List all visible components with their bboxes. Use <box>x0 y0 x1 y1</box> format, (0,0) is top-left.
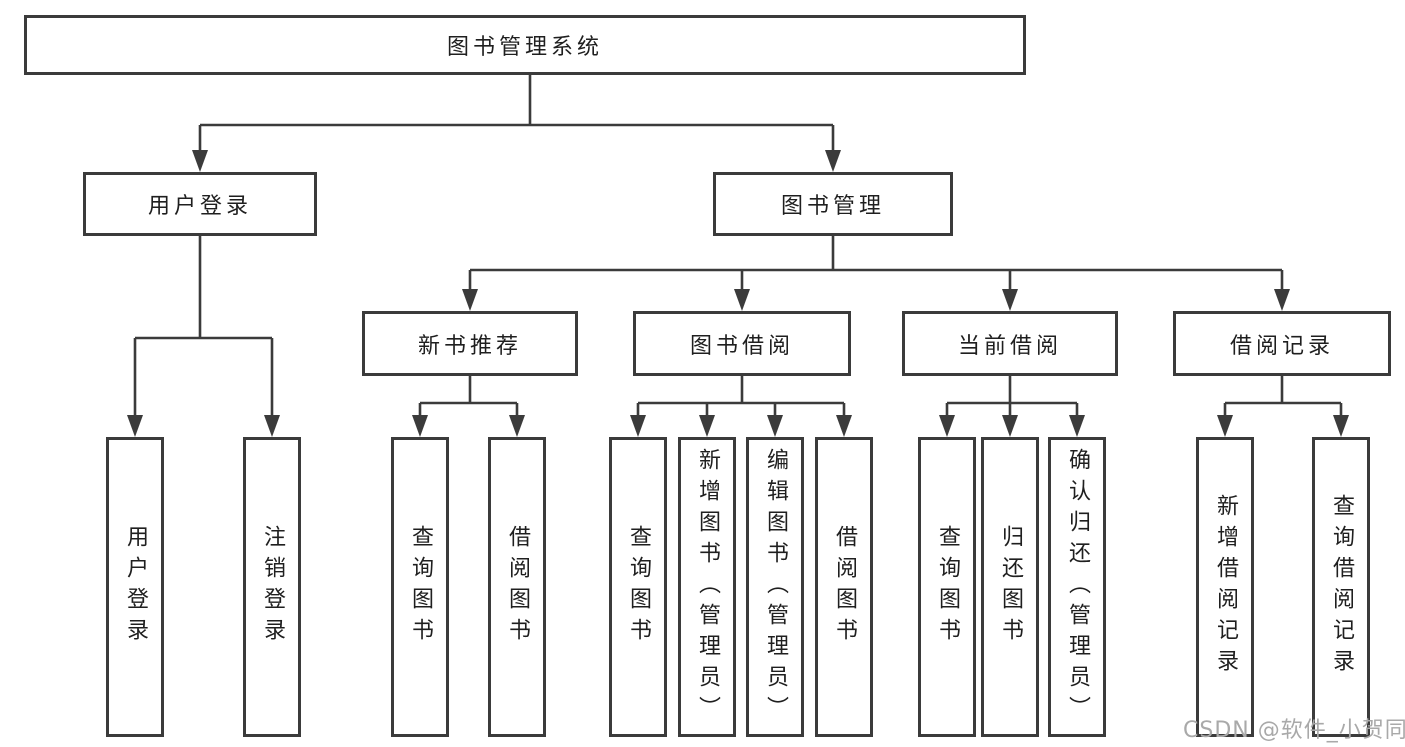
leaf-return-book: 归还图书 <box>981 437 1039 737</box>
csdn-watermark: CSDN @软件_小贺同学 <box>1183 718 1405 743</box>
connector-paths <box>133 75 1343 417</box>
node-user-login-branch: 用户登录 <box>83 172 317 236</box>
arrowhead-icon <box>699 415 715 437</box>
node-new-book-recommend: 新书推荐 <box>362 311 578 376</box>
leaf-query-borrow-record: 查询借阅记录 <box>1312 437 1370 737</box>
arrowhead-icon <box>1333 415 1349 437</box>
arrowhead-icon <box>127 415 143 437</box>
arrowhead-icon <box>767 415 783 437</box>
connector-newbook-to-leaves <box>418 376 519 417</box>
arrowhead-icon <box>1002 289 1018 311</box>
arrowhead-icon <box>264 415 280 437</box>
arrowhead-icon <box>462 289 478 311</box>
leaf-add-borrow-record: 新增借阅记录 <box>1196 437 1254 737</box>
arrowhead-icon <box>1274 289 1290 311</box>
arrowhead-icon <box>1217 415 1233 437</box>
leaf-borrow-books-recommend: 借阅图书 <box>488 437 546 737</box>
arrowhead-icon <box>630 415 646 437</box>
arrowhead-icon <box>734 289 750 311</box>
connector-borrowrecords-to-leaves <box>1223 376 1343 417</box>
leaf-edit-book-admin: 编辑图书（管理员） <box>746 437 804 737</box>
leaf-user-login: 用户登录 <box>106 437 164 737</box>
node-current-borrowing: 当前借阅 <box>902 311 1118 376</box>
arrowhead-icon <box>939 415 955 437</box>
arrowhead-icon <box>836 415 852 437</box>
leaf-query-books-recommend: 查询图书 <box>391 437 449 737</box>
leaf-query-books-borrowing: 查询图书 <box>609 437 667 737</box>
leaf-logout: 注销登录 <box>243 437 301 737</box>
arrowhead-icon <box>412 415 428 437</box>
leaf-confirm-return-admin: 确认归还（管理员） <box>1048 437 1106 737</box>
arrowheads <box>127 150 1349 437</box>
connector-currentborrow-to-leaves <box>945 376 1079 417</box>
connector-root-to-level2 <box>198 75 835 152</box>
connector-bookmgmt-to-level3 <box>468 236 1284 291</box>
arrowhead-icon <box>1002 415 1018 437</box>
arrowhead-icon <box>192 150 208 172</box>
node-book-management-branch: 图书管理 <box>713 172 953 236</box>
leaf-query-books-current: 查询图书 <box>918 437 976 737</box>
node-borrowing-records: 借阅记录 <box>1173 311 1391 376</box>
node-root-library-system: 图书管理系统 <box>24 15 1026 75</box>
arrowhead-icon <box>509 415 525 437</box>
node-book-borrowing: 图书借阅 <box>633 311 851 376</box>
leaf-add-book-admin: 新增图书（管理员） <box>678 437 736 737</box>
arrowhead-icon <box>825 150 841 172</box>
connector-bookborrow-to-leaves <box>636 376 846 417</box>
arrowhead-icon <box>1069 415 1085 437</box>
leaf-borrow-books-borrowing: 借阅图书 <box>815 437 873 737</box>
connector-userlogin-to-leaves <box>133 236 274 417</box>
